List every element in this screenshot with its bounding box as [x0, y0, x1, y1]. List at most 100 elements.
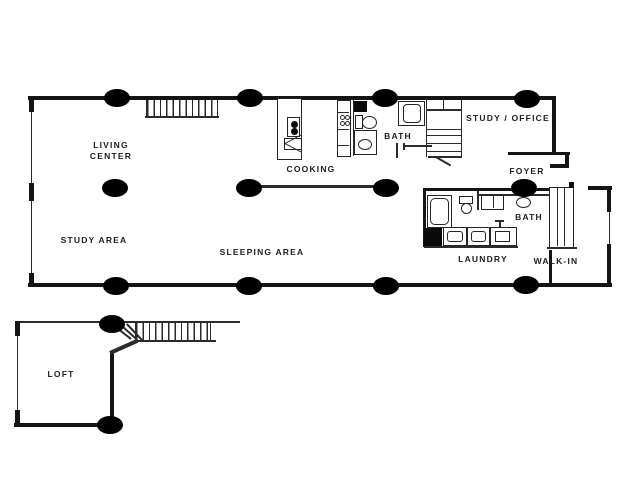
support-column	[103, 277, 129, 295]
bath-cabinet	[481, 195, 504, 210]
counter-divider	[338, 129, 349, 130]
closet-shelf-divider	[443, 98, 444, 109]
loft-left-wall	[17, 323, 18, 423]
closet-left-edge	[426, 98, 427, 157]
loft-top-wall	[16, 321, 240, 323]
closet-shelf-line	[426, 143, 462, 144]
loft-jamb-bottom	[15, 410, 20, 426]
closet-shelf-line	[426, 135, 462, 136]
range-icon	[287, 117, 300, 137]
lower-bath-divider	[477, 191, 479, 210]
closet-rod-line	[564, 188, 565, 246]
lower-water-heater-icon	[424, 228, 442, 246]
main-stairs-edge	[145, 116, 219, 118]
room-label-walk-in: WALK-IN	[533, 256, 579, 266]
left-wall-jamb-bottom	[29, 273, 34, 287]
right-exterior-wall-lower	[607, 244, 611, 287]
shower-pan-icon	[403, 104, 421, 123]
support-column	[102, 179, 128, 197]
bottom-exterior-wall	[28, 283, 612, 287]
counter-divider	[338, 112, 349, 113]
loft-stairs-edge	[134, 340, 216, 342]
washer-icon	[443, 227, 467, 246]
cooktop-burner-icon	[344, 121, 350, 126]
loft-bottom-wall	[14, 423, 116, 427]
mid-partition-line	[258, 185, 380, 188]
loft-jamb-top	[15, 321, 20, 336]
walkin-partition-wall	[549, 250, 552, 285]
closet-shelf-line	[426, 109, 462, 111]
closet-shelf-line	[426, 151, 462, 152]
support-column	[373, 277, 399, 295]
support-column	[372, 89, 398, 107]
vanity-sink-icon	[358, 139, 372, 150]
closet-right-edge	[461, 98, 462, 157]
counter-divider	[338, 145, 349, 146]
support-column	[373, 179, 399, 197]
foyer-wall-horizontal	[508, 152, 570, 155]
walkin-closet-base	[547, 247, 577, 249]
room-label-study-office: STUDY / OFFICE	[466, 113, 550, 123]
support-column	[104, 89, 130, 107]
lower-toilet-bowl-icon	[461, 203, 472, 214]
utility-sink-icon	[490, 227, 517, 246]
support-column	[511, 179, 537, 197]
cooktop-burner-icon	[339, 121, 345, 126]
support-column	[236, 277, 262, 295]
right-wall-window	[609, 212, 610, 244]
bath-door-jamb	[403, 143, 405, 150]
walkin-closet	[549, 187, 574, 248]
right-wall-top-return	[588, 186, 612, 190]
walkin-wall-tick	[569, 182, 574, 188]
study-office-right-wall	[552, 96, 556, 155]
main-stairs-treads	[146, 100, 218, 116]
cooktop-burner-icon	[344, 115, 350, 120]
cabinet-divider	[493, 196, 494, 208]
loft-stairs-treads	[135, 323, 211, 340]
burner-icon	[290, 127, 298, 135]
right-exterior-wall-upper	[607, 186, 611, 212]
lower-bath-left-wall	[423, 188, 426, 247]
room-label-foyer: FOYER	[509, 166, 545, 176]
burner-icon	[290, 120, 298, 128]
support-column	[99, 315, 125, 333]
utility-sink-basin	[495, 230, 510, 242]
water-heater-icon	[354, 101, 367, 112]
faucet-icon	[495, 220, 504, 222]
toilet-bowl-icon	[362, 116, 377, 129]
left-wall-jamb-top	[29, 96, 34, 112]
cooktop-burner-icon	[339, 115, 345, 120]
left-wall-jamb-middle	[29, 183, 34, 201]
room-label-bath-lower: BATH	[515, 212, 543, 222]
closet-bottom-edge	[428, 156, 462, 158]
room-label-sleeping-area: SLEEPING AREA	[219, 247, 305, 257]
support-column	[513, 276, 539, 294]
closet-rod-line	[557, 188, 558, 246]
room-label-laundry: LAUNDRY	[458, 254, 508, 264]
support-column	[236, 179, 262, 197]
loft-right-wall	[110, 353, 114, 425]
prep-sink-icon	[284, 134, 302, 153]
support-column	[237, 89, 263, 107]
lower-sink-icon	[516, 197, 531, 208]
lower-bath-top-wall	[423, 188, 551, 191]
dryer-drum	[470, 230, 486, 242]
support-column	[514, 90, 540, 108]
room-label-study-area: STUDY AREA	[60, 235, 128, 245]
kitchen-counter	[337, 100, 351, 157]
lower-shower-pan-icon	[430, 198, 449, 225]
room-label-bath-upper: BATH	[384, 131, 412, 141]
bath-door-jamb	[396, 143, 398, 158]
laundry-bottom-line	[424, 246, 518, 248]
support-column	[97, 416, 123, 434]
room-label-cooking: COOKING	[286, 164, 336, 174]
washer-drum	[446, 230, 463, 242]
closet-shelf-line	[426, 129, 462, 130]
upper-bath-bottom-wall	[403, 145, 432, 147]
room-label-living-center: LIVING CENTER	[89, 140, 133, 162]
upper-bath-left-wall	[353, 100, 354, 156]
foyer-entry-jamb-horizontal	[550, 164, 569, 168]
foyer-entry-jamb-vertical	[565, 152, 569, 168]
room-label-loft: LOFT	[47, 369, 75, 379]
